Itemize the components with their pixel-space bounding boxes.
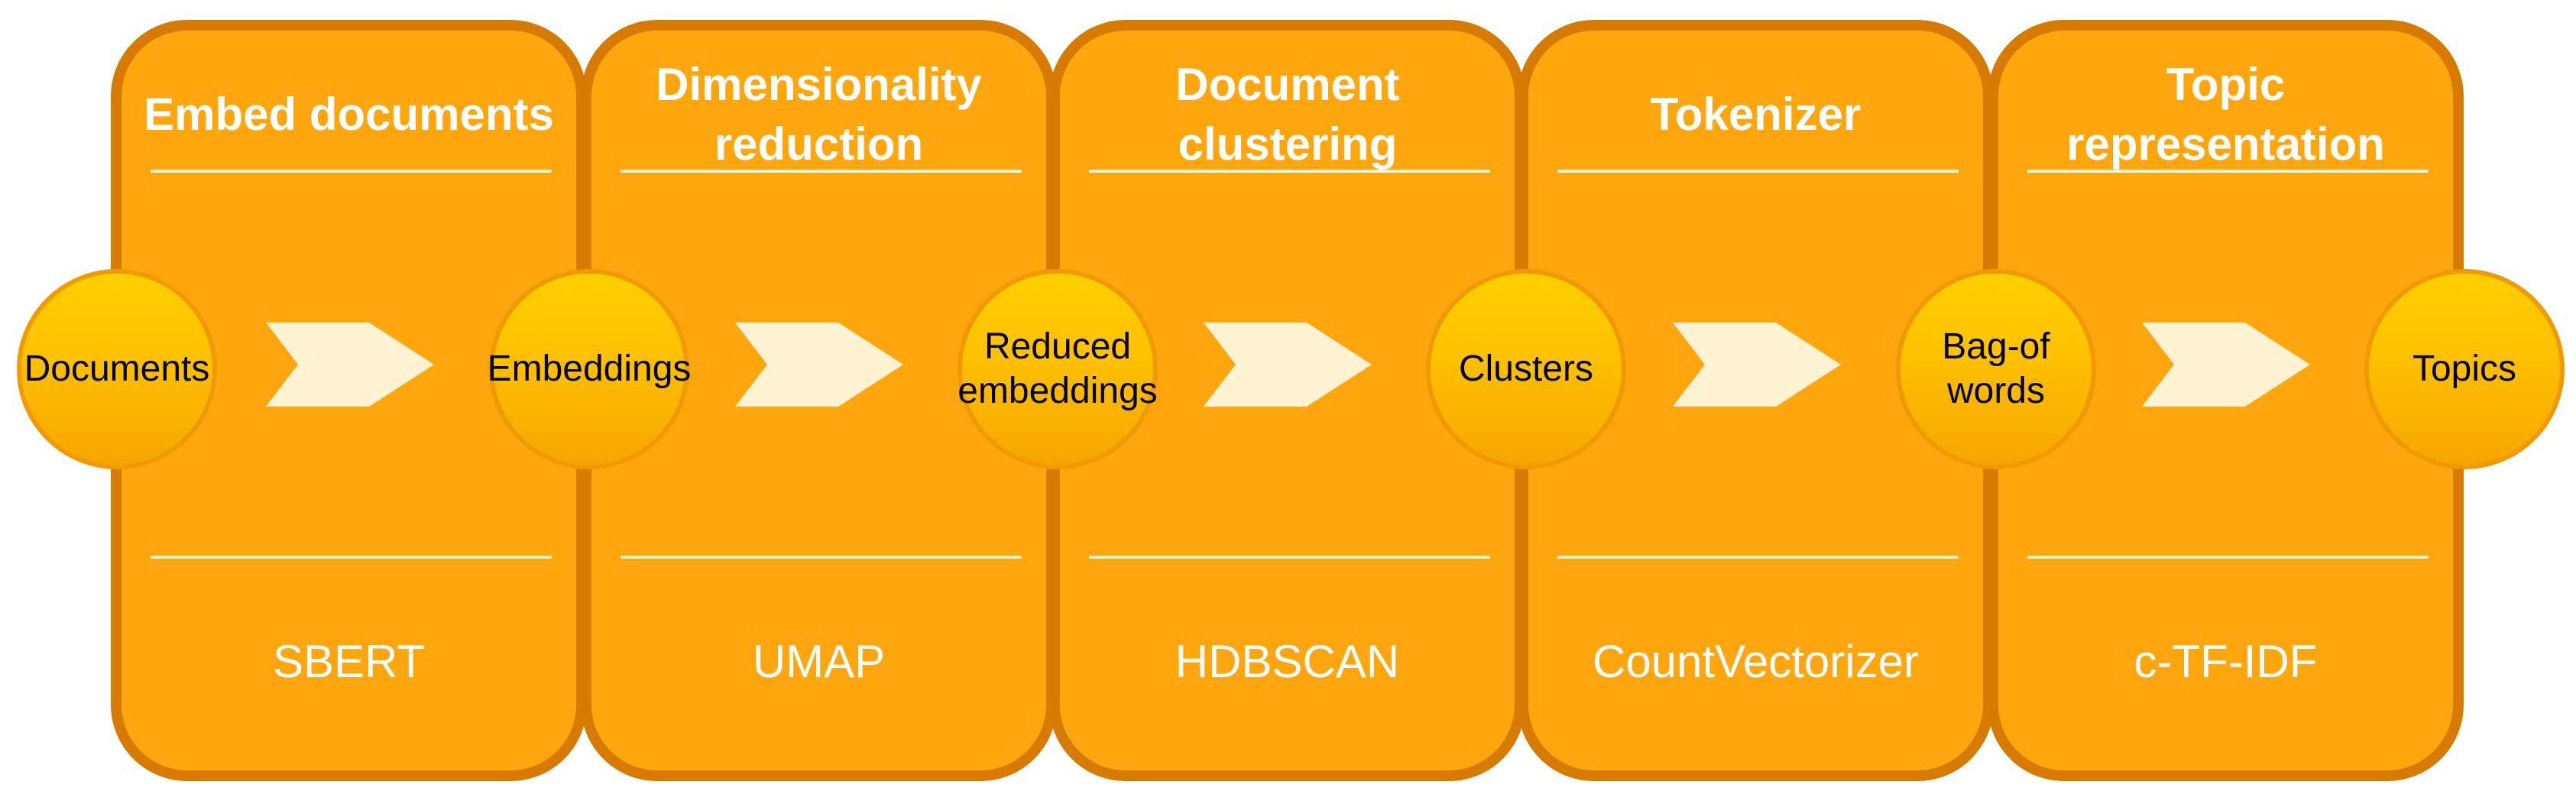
title-divider [1557,170,1959,173]
stage-title: Embed documents [144,89,554,140]
stage-tool: c-TF-IDF [2134,636,2318,687]
stage-tool: SBERT [273,636,425,687]
chevron-arrow-right-icon [735,323,903,407]
stage-title: Tokenizer [1650,89,1862,140]
title-divider [621,170,1022,173]
stage-tool: CountVectorizer [1593,636,1919,687]
tool-divider [621,556,1022,559]
chevron-arrow-right-icon [2142,323,2310,407]
tool-divider [1089,556,1490,559]
node-reduced-embeddings: Reduced embeddings [957,269,1158,469]
node-embeddings: Embeddings [488,269,691,469]
node-bag-of-words: Bag-of words [1896,269,2096,469]
tool-divider [2027,556,2429,559]
node-clusters: Clusters [1426,269,1626,469]
stage-title: Topic representation [2066,59,2385,170]
node-topics: Topics [2364,269,2565,469]
chevron-arrow-right-icon [266,323,434,407]
node-documents: Documents [17,269,217,469]
title-divider [2027,170,2429,173]
title-divider [1089,170,1490,173]
stage-title: Dimensionality reduction [656,59,982,170]
chevron-arrow-right-icon [1673,323,1841,407]
chevron-arrow-right-icon [1204,323,1372,407]
tool-divider [151,556,552,559]
stage-tool: HDBSCAN [1175,636,1400,687]
stage-title: Document clustering [1175,59,1400,170]
tool-divider [1557,556,1959,559]
title-divider [151,170,552,173]
stage-tool: UMAP [752,636,886,687]
